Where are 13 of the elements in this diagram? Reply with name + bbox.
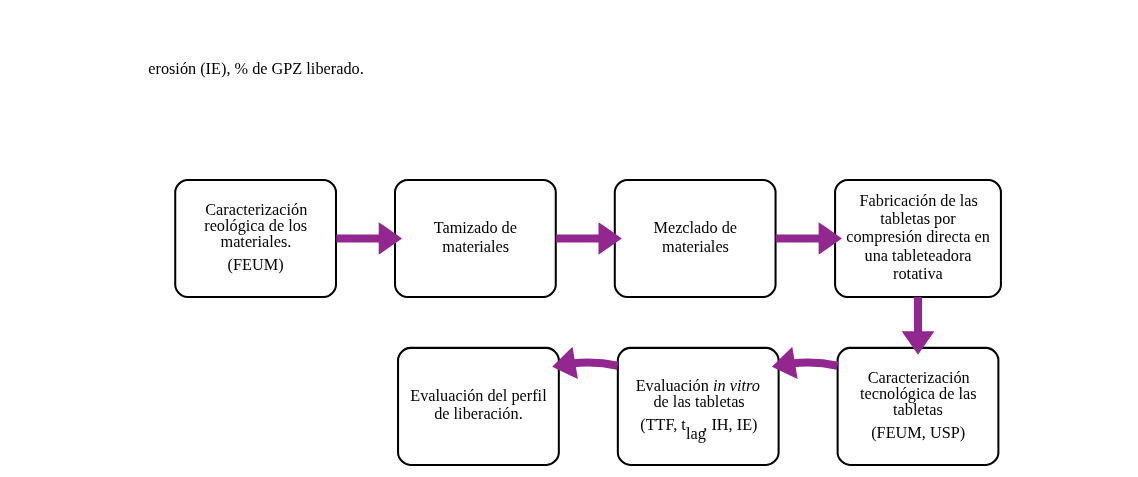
arrow [556,222,622,255]
node-box: Mezclado de materiales [613,178,777,299]
node-box: Evaluación del perfil de liberación. [397,346,560,466]
arrow [775,222,842,255]
node-box: Caracterización tecnológica de las tabletas (FEUM, USP) [836,346,1000,466]
label: erosión (IE), % de GPZ liberado. [148,59,364,79]
arrow [901,297,935,355]
node-box: Caracterización reológica de los materiales. (FEUM) [174,178,337,299]
arrow [552,346,619,380]
arrow [771,346,839,380]
node-box: Tamizado de materiales [394,178,557,299]
node-box: Fabricación de las tabletas por compresión directa en una tableteadora rotativa [834,178,1002,299]
arrow [336,222,403,255]
